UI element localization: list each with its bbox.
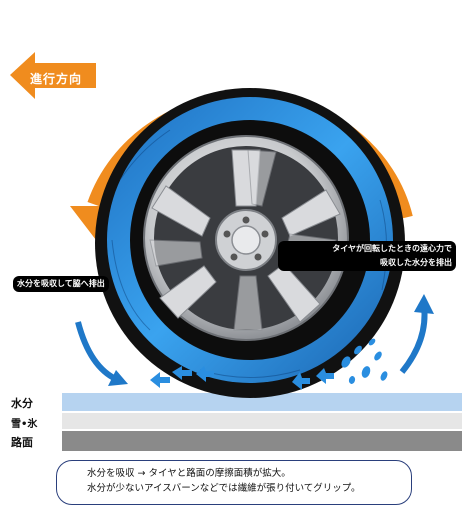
road-surface-layer: [62, 431, 462, 451]
water-layer: [62, 393, 462, 411]
callout-centrifugal-line1: タイヤが回転したときの遠心力で: [332, 244, 452, 253]
direction-arrow-icon: [10, 52, 96, 99]
callout-absorb: 水分を吸収して脇へ排出: [13, 276, 109, 292]
lug-nuts: [223, 216, 269, 261]
expel-arrow-icon: [399, 305, 428, 374]
layer-label-road: 路面: [11, 436, 33, 449]
snow-ice-layer: [62, 413, 462, 429]
layer-label-water: 水分: [11, 397, 33, 410]
absorb-arrow-icon: [75, 321, 120, 383]
callout-centrifugal: タイヤが回転したときの遠心力で 吸収した水分を排出: [278, 241, 456, 271]
callout-centrifugal-line2: 吸収した水分を排出: [380, 258, 452, 267]
note-line1: 水分を吸収 → タイヤと路面の摩擦面積が拡大。: [87, 468, 291, 479]
layer-label-snow-ice: 雪•氷: [11, 419, 38, 430]
direction-label: 進行方向: [30, 72, 83, 86]
explanation-note: 水分を吸収 → タイヤと路面の摩擦面積が拡大。 水分が少ないアイスバーンなどでは…: [56, 460, 412, 505]
callout-absorb-text: 水分を吸収して脇へ排出: [17, 279, 105, 288]
water-splash-icon: [341, 338, 388, 384]
note-line2: 水分が少ないアイスバーンなどでは繊維が張り付いてグリップ。: [87, 483, 361, 494]
water-flow-arrows: [150, 366, 334, 390]
